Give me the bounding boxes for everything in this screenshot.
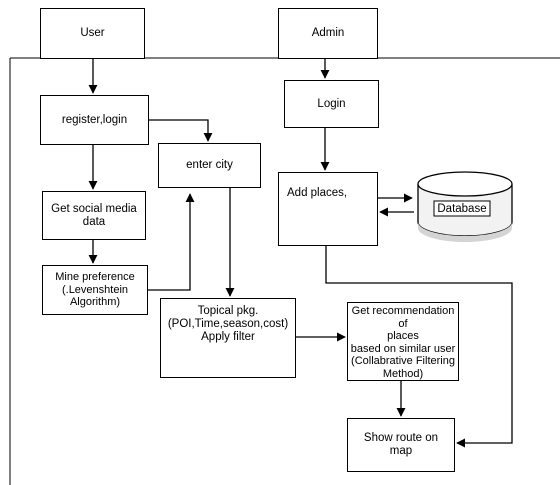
register-login-node: register,login [40,95,149,145]
add-places-node: Add places, [278,172,378,246]
enter-city-node: enter city [158,143,261,188]
database-label: Database [437,203,486,215]
arrow-addplaces-route [325,246,513,448]
lane-admin: Admin [278,8,378,59]
social-media-node: Get social media data [42,191,146,240]
lane-user: User [40,8,145,59]
show-route-node: Show route on map [347,418,455,472]
arrow-mine-city [148,193,195,291]
recommendation-node: Get recommendation of places based on si… [347,302,459,381]
arrow-register-city [149,119,213,142]
database-cylinder: Database [417,171,513,242]
topical-pkg-node: Topical pkg. (POI,Time,season,cost) Appl… [160,298,296,378]
mine-preference-node: Mine preference (.Levenshtein Algorithm) [42,265,148,315]
admin-login-node: Login [284,80,379,128]
